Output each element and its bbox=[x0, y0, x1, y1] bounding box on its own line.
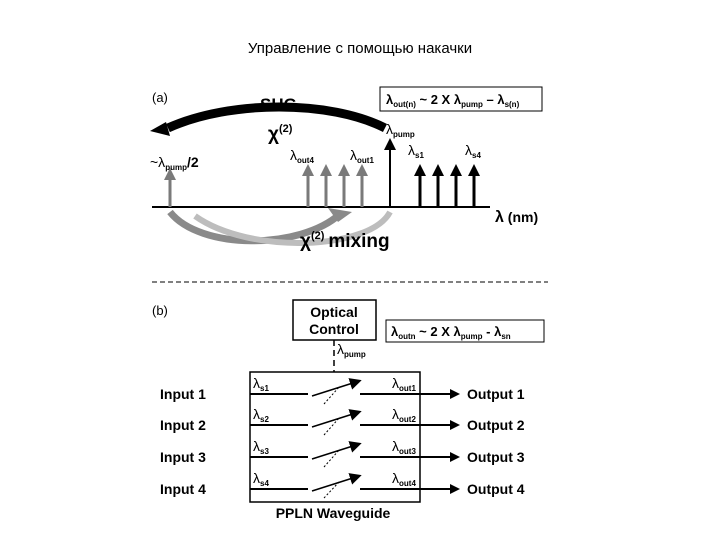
chi2-upper: χ(2) bbox=[268, 123, 293, 145]
out-label: λout3 bbox=[392, 438, 416, 456]
channel-row: Input 1 λs1 λout1 Output 1 bbox=[160, 375, 525, 405]
half-pump-arrow-head bbox=[164, 168, 176, 180]
out1-label: λout1 bbox=[350, 147, 374, 165]
signal-label: λs2 bbox=[253, 406, 269, 424]
shg-arc bbox=[166, 102, 388, 133]
signal-label: λs4 bbox=[253, 470, 269, 488]
panel-a-label: (a) bbox=[152, 90, 168, 105]
channel-row: Input 4 λs4 λout4 Output 4 bbox=[160, 470, 525, 499]
shg-arc-head bbox=[150, 122, 170, 136]
output-label: Output 4 bbox=[467, 481, 525, 497]
signal-label: λs1 bbox=[253, 375, 269, 393]
mixing-arc-right bbox=[193, 210, 393, 246]
pump-label-b: λpump bbox=[337, 341, 366, 359]
panel-b-label: (b) bbox=[152, 303, 168, 318]
input-label: Input 4 bbox=[160, 481, 206, 497]
shg-label: SHG bbox=[260, 95, 297, 114]
channel-row: Input 3 λs3 λout3 Output 3 bbox=[160, 438, 525, 468]
out-label: λout2 bbox=[392, 406, 416, 424]
input-label: Input 3 bbox=[160, 449, 206, 465]
pump-label-a: λpump bbox=[386, 121, 415, 139]
s1-label: λs1 bbox=[408, 142, 424, 160]
formula-box-b bbox=[385, 319, 545, 343]
channel-row: Input 2 λs2 λout2 Output 2 bbox=[160, 406, 525, 436]
output-label: Output 1 bbox=[467, 386, 525, 402]
formula-b: λoutn ~ 2 X λpump - λsn bbox=[391, 324, 511, 341]
output-label: Output 3 bbox=[467, 449, 525, 465]
input-label: Input 2 bbox=[160, 417, 206, 433]
panel-b: (b) Optical Control λoutn ~ 2 X λpump - … bbox=[152, 299, 545, 521]
formula-box-a bbox=[379, 86, 543, 112]
slide-title: Управление с помощью накачки bbox=[247, 40, 473, 57]
signal-label: λs3 bbox=[253, 438, 269, 456]
out4-label: λout4 bbox=[290, 147, 314, 165]
panel-a: (a) λout(n) ~ 2 X λpump – λs(n) SHG χ(2)… bbox=[150, 86, 543, 252]
waveguide-label: PPLN Waveguide bbox=[276, 505, 391, 521]
mixing-arc-left-head bbox=[328, 208, 352, 222]
axis-label: λ (nm) bbox=[495, 209, 538, 226]
pump-arrow-a-head bbox=[384, 138, 396, 150]
input-label: Input 1 bbox=[160, 386, 206, 402]
optical-control-box bbox=[292, 299, 377, 341]
output-label: Output 2 bbox=[467, 417, 525, 433]
chi2-mixing-label: χ(2)mixing bbox=[300, 230, 390, 252]
s4-label: λs4 bbox=[465, 142, 481, 160]
formula-a: λout(n) ~ 2 X λpump – λs(n) bbox=[386, 92, 520, 109]
half-pump-label: ~λpump/2 bbox=[150, 154, 199, 172]
out-label: λout1 bbox=[392, 375, 416, 393]
out-arrows bbox=[302, 164, 368, 207]
optical-control-line1: Optical bbox=[310, 304, 357, 320]
out-label: λout4 bbox=[392, 470, 416, 488]
optical-control-line2: Control bbox=[309, 321, 359, 337]
signal-arrows bbox=[414, 164, 480, 207]
